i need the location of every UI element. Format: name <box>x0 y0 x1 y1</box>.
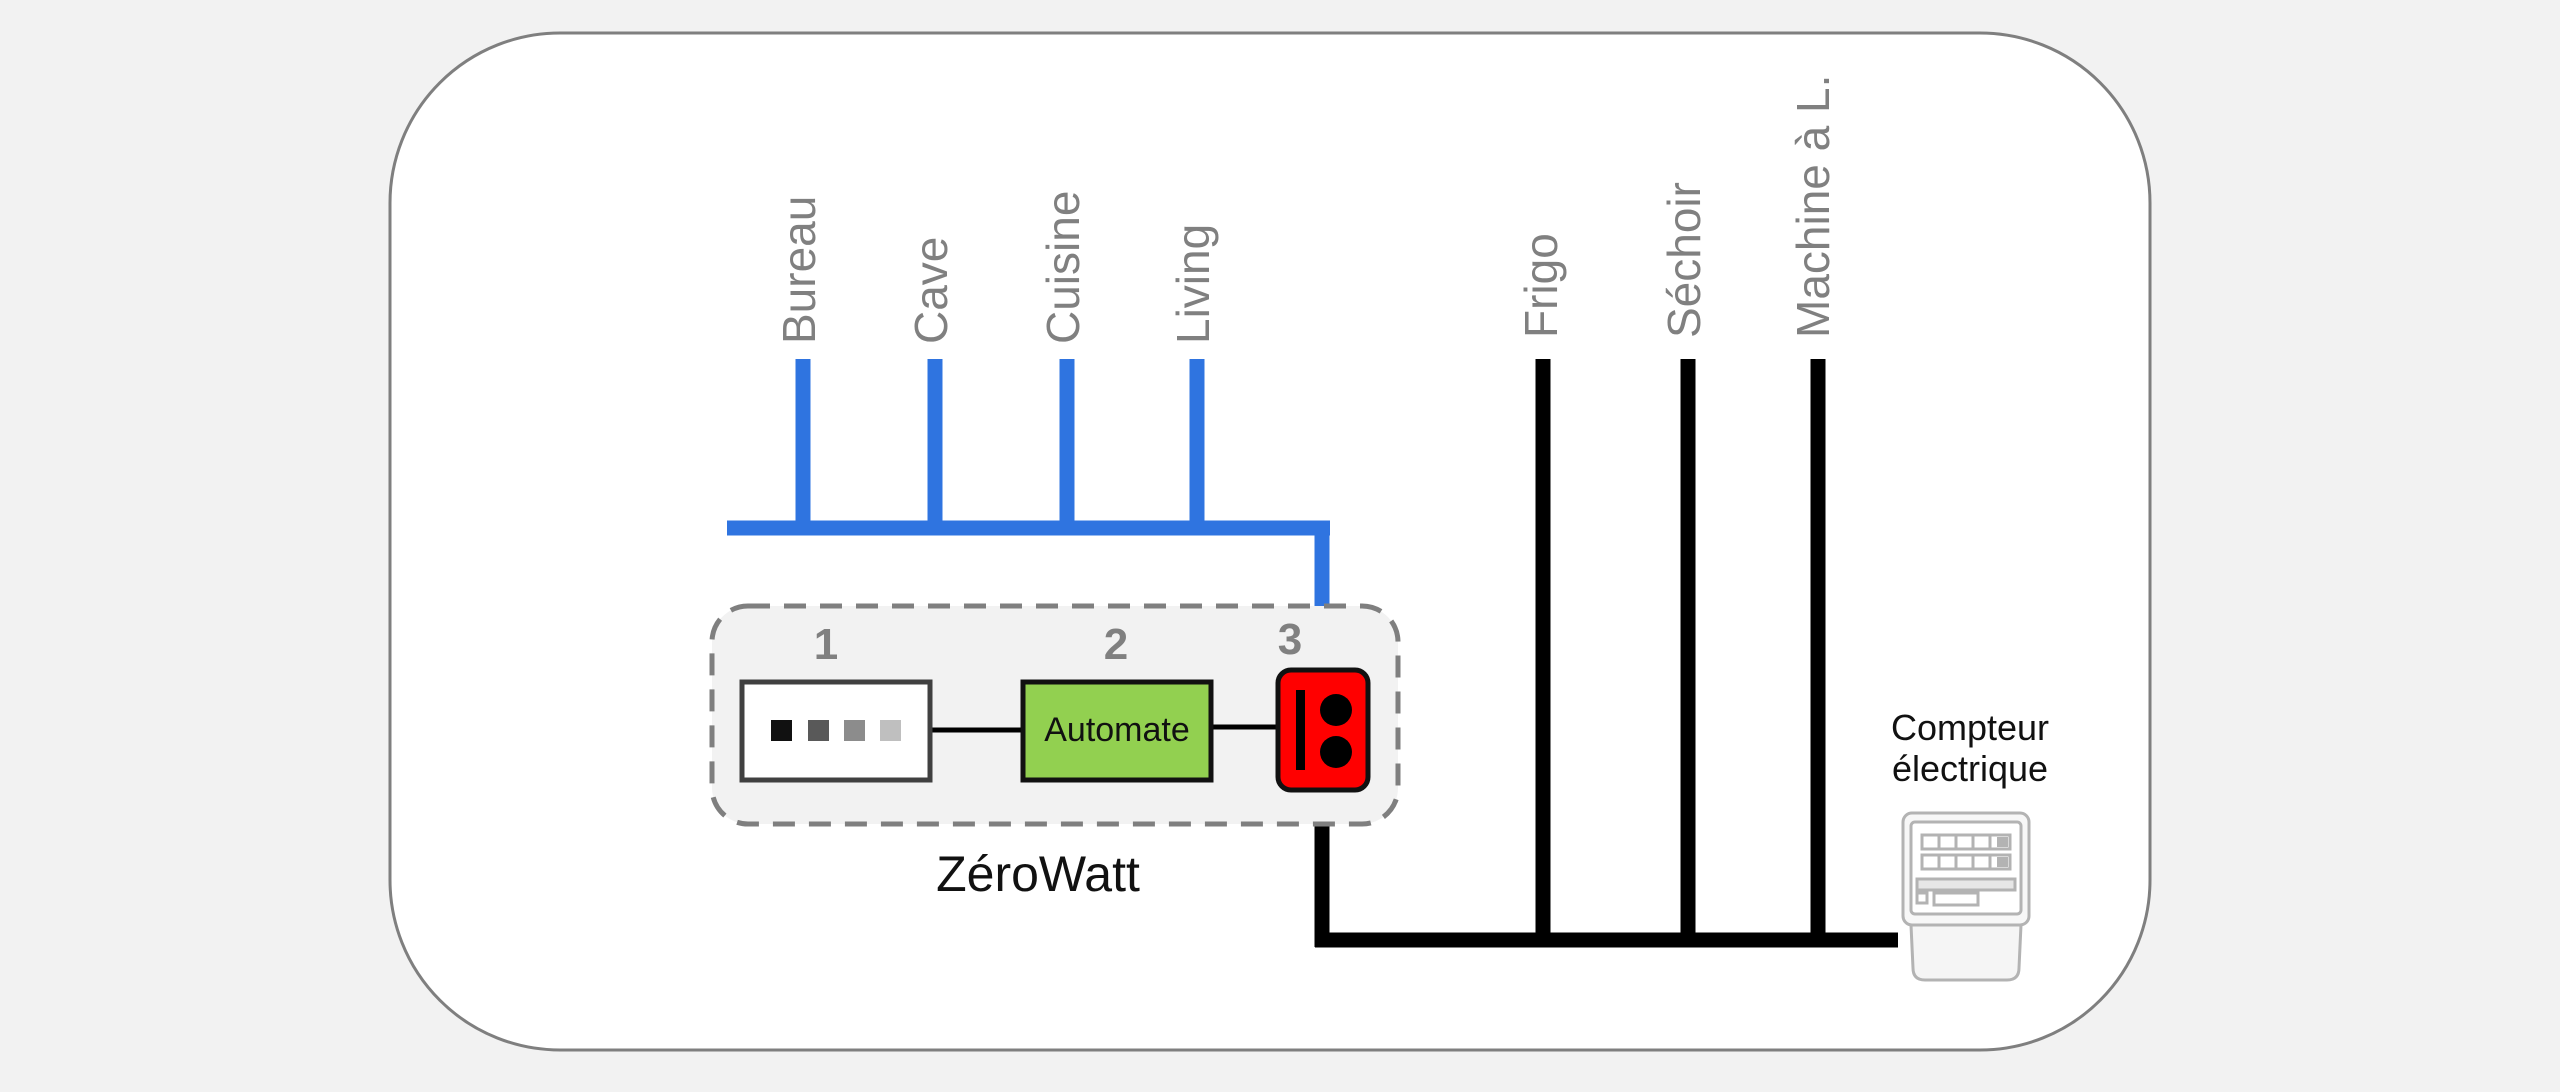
indicator-square-4 <box>880 720 901 741</box>
module-number-1: 1 <box>814 620 838 669</box>
relay-module <box>1275 667 1371 793</box>
module-number-3: 3 <box>1278 615 1302 664</box>
indicator-square-1 <box>771 720 792 741</box>
indicator-square-3 <box>844 720 865 741</box>
circuit-label-sechoir: Séchoir <box>1658 182 1710 338</box>
circuit-label-frigo: Frigo <box>1515 233 1567 338</box>
relay-bar <box>1296 690 1305 770</box>
relay-contact-top <box>1320 694 1352 726</box>
circuit-label-cuisine: Cuisine <box>1037 191 1089 344</box>
controlled-bus <box>727 359 1330 668</box>
circuit-label-machine: Machine à L. <box>1787 75 1839 338</box>
automate-module: Automate <box>1020 679 1214 783</box>
module-number-2: 2 <box>1104 620 1128 669</box>
circuit-label-cave: Cave <box>905 237 957 344</box>
display-module <box>739 679 933 783</box>
circuit-label-bureau: Bureau <box>773 196 825 344</box>
circuit-label-living: Living <box>1167 224 1219 344</box>
meter-label-line-1: Compteur <box>1891 707 2049 748</box>
relay-contact-bottom <box>1320 736 1352 768</box>
diagram-frame <box>388 31 2152 1052</box>
automate-label: Automate <box>1044 711 1190 749</box>
electric-meter-icon <box>1901 811 2031 982</box>
zerowatt-name: ZéroWatt <box>936 846 1140 902</box>
indicator-square-2 <box>808 720 829 741</box>
meter-label-line-2: électrique <box>1892 748 2048 789</box>
